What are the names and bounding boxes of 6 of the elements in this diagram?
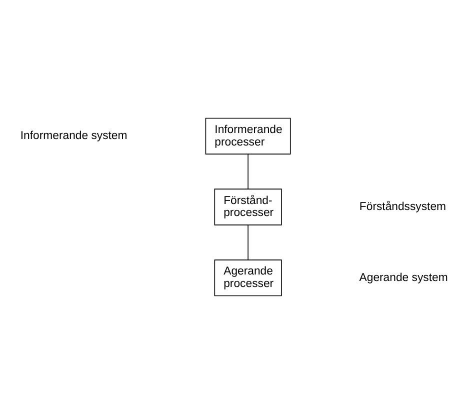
node-box: Informerande processer — [205, 117, 291, 154]
node-box: Förstånd- processer — [214, 188, 282, 225]
node-box: Agerande processer — [214, 259, 282, 296]
label: Förståndssystem — [359, 200, 446, 213]
label: Agerande system — [359, 271, 448, 284]
label: Informerande system — [20, 130, 128, 142]
